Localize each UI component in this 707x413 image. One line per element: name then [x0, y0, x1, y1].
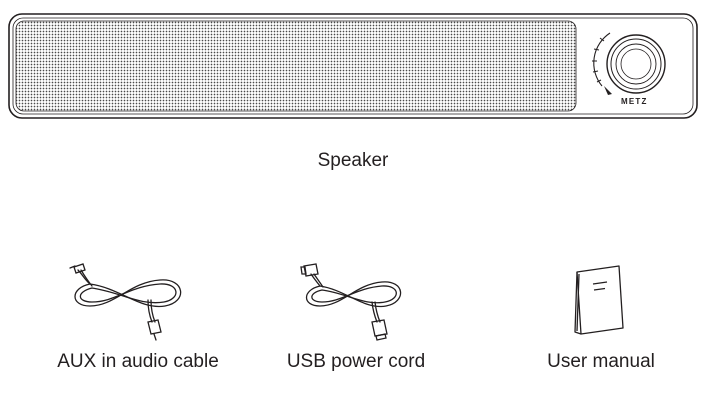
volume-knob [592, 32, 666, 95]
user-manual-item [565, 262, 635, 342]
user-manual-caption: User manual [547, 351, 655, 372]
aux-cable-caption: AUX in audio cable [57, 351, 219, 372]
speaker-body-inner [12, 17, 694, 115]
usb-cable-icon [300, 263, 402, 341]
brand-logo: METZ [621, 97, 648, 106]
speaker-drawing: METZ [8, 13, 698, 119]
usb-cable-caption: USB power cord [286, 351, 426, 372]
manual-icon [574, 265, 624, 335]
speaker-grille [15, 20, 577, 112]
speaker-caption: Speaker [317, 150, 389, 171]
speaker-illustration: METZ [0, 0, 707, 130]
aux-cable-item [60, 262, 210, 342]
usb-cable-item [290, 262, 420, 342]
aux-cable-icon [69, 263, 182, 341]
